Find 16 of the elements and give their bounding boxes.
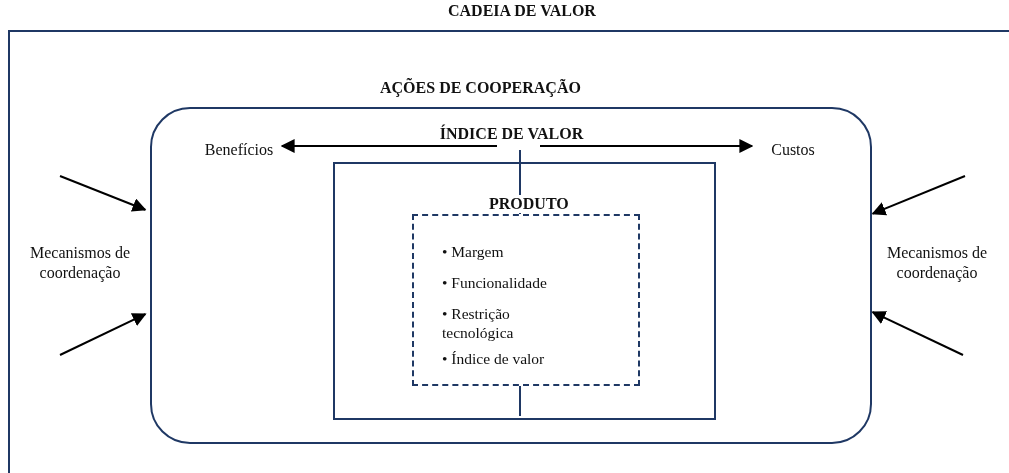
heading-text: AÇÕES DE COOPERAÇÃO — [377, 79, 584, 97]
arrow — [280, 139, 498, 153]
benefits-text: Benefícios — [194, 139, 284, 161]
arrow — [59, 313, 147, 356]
bullet-item: • Restrição tecnológica — [442, 304, 515, 342]
inner-box — [333, 162, 716, 420]
side-text: Mecanismos de coordenação — [886, 243, 988, 283]
side-text: Mecanismos de coordenação — [29, 243, 131, 283]
bullet-item: • Funcionalidade — [442, 273, 548, 292]
arrow — [871, 175, 966, 216]
arrow — [871, 311, 964, 356]
bullet-item: • Índice de valor — [442, 349, 546, 368]
arrow — [539, 139, 754, 153]
bullet-item: • Margem — [442, 242, 505, 261]
costs-text: Custos — [758, 139, 828, 161]
arrow — [59, 175, 147, 212]
